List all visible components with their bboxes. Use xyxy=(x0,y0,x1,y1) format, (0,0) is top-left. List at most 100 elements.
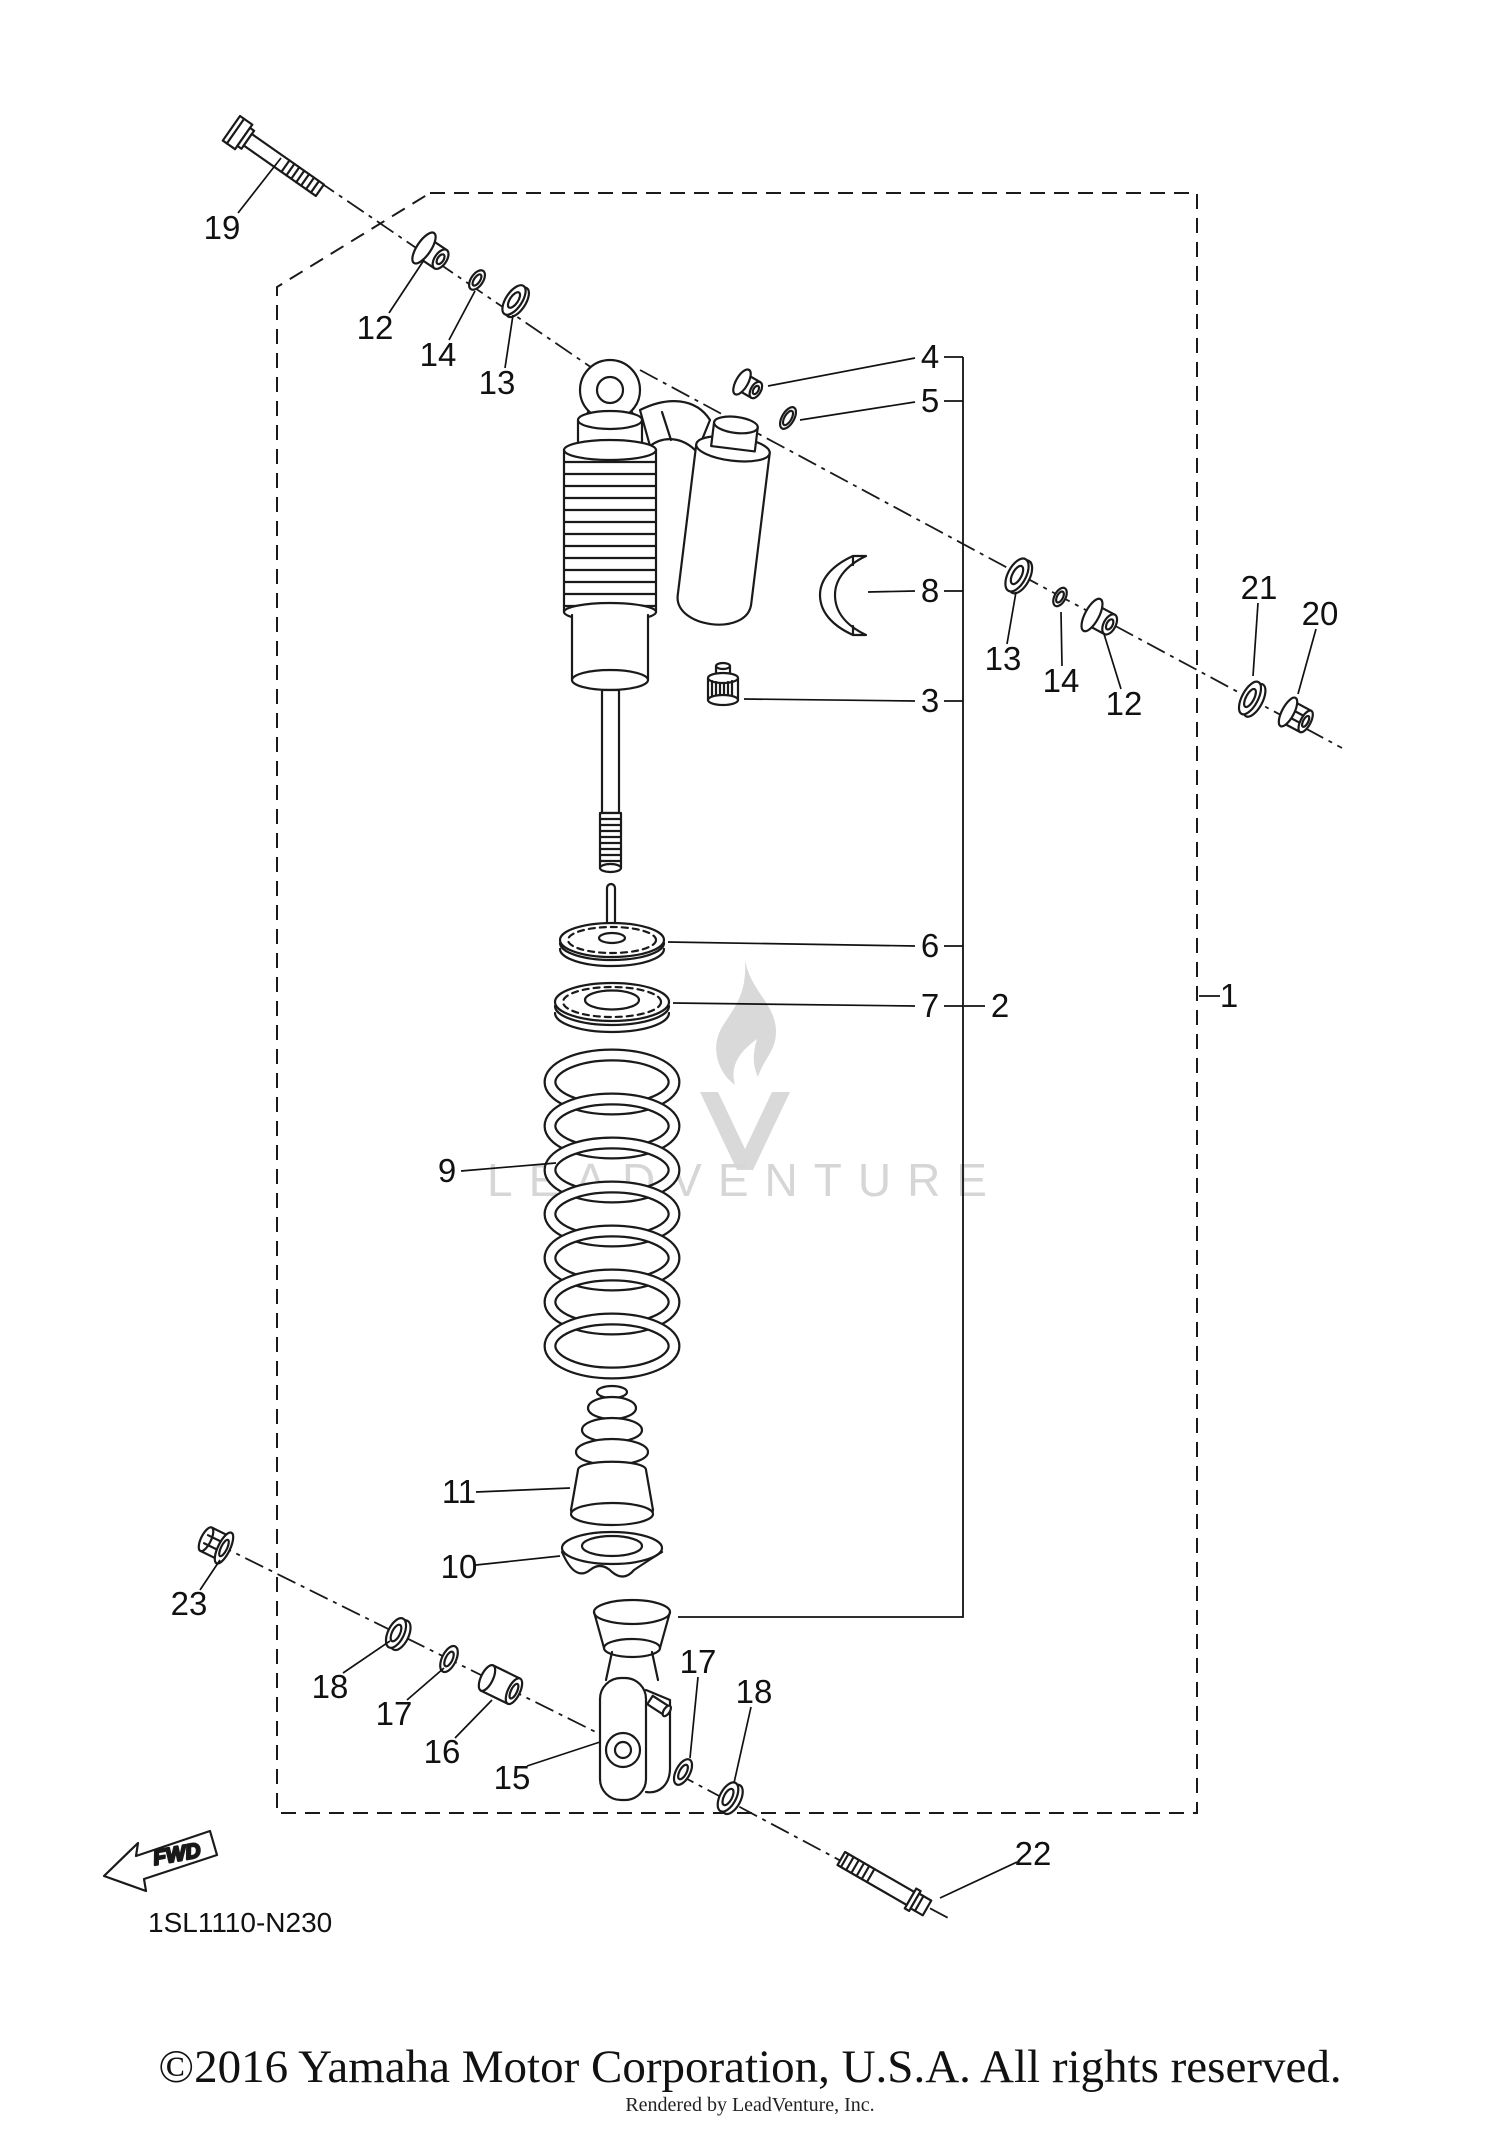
callout-13: 13 xyxy=(985,640,1022,677)
flange-nut-left xyxy=(197,1526,235,1565)
callout-4: 4 xyxy=(921,338,939,375)
washer-17-left xyxy=(439,1644,459,1674)
adjuster-cap xyxy=(706,661,740,707)
assembly-boundary-box xyxy=(276,192,1198,1814)
mount-bushing xyxy=(732,368,764,400)
callout-14: 14 xyxy=(1043,662,1080,699)
leader-line-10 xyxy=(475,1555,561,1566)
callout-17: 17 xyxy=(376,1695,413,1732)
callout-16: 16 xyxy=(424,1733,461,1770)
pivot-collar xyxy=(477,1664,524,1706)
upper-left-bolt-axis xyxy=(257,139,599,373)
clevis-bracket xyxy=(592,1598,672,1802)
bump-stop xyxy=(569,1384,655,1527)
reservoir-clamp xyxy=(818,554,868,637)
adjuster-ring-lower xyxy=(553,981,671,1034)
copyright-text: ©2016 Yamaha Motor Corporation, U.S.A. A… xyxy=(158,2041,1342,2093)
callout-18: 18 xyxy=(312,1668,349,1705)
leader-line-9 xyxy=(460,1162,557,1172)
spring-seat xyxy=(560,1530,664,1578)
upper-oring-left xyxy=(467,269,487,291)
leader-line-4 xyxy=(767,357,916,387)
watermark-v-icon xyxy=(700,1092,790,1170)
leader-line-23 xyxy=(199,1559,221,1591)
adjuster-ring-upper xyxy=(558,921,666,968)
lower-left-bolt-axis xyxy=(212,1541,645,1757)
leader-line-18 xyxy=(733,1706,752,1784)
callout-18: 18 xyxy=(736,1673,773,1710)
leader-line-3 xyxy=(743,698,916,702)
leader-line-14 xyxy=(448,290,476,341)
lower-mount-bolt xyxy=(836,1850,933,1917)
reservoir-tank xyxy=(676,415,771,626)
part-code: 1SL1110-N230 xyxy=(148,1907,332,1938)
leader-line-6 xyxy=(667,941,916,947)
upper-mount-bolt xyxy=(221,114,325,198)
callout-12: 12 xyxy=(357,309,394,346)
coil-spring xyxy=(543,1048,681,1380)
washer-21 xyxy=(1237,680,1267,718)
callout-3: 3 xyxy=(921,682,939,719)
reservoir-hose xyxy=(638,400,712,454)
leader-line-18 xyxy=(342,1640,391,1674)
callout-9: 9 xyxy=(438,1152,456,1189)
piston-rod xyxy=(598,688,623,938)
upper-collar-left xyxy=(411,231,450,271)
oring-14-right xyxy=(1052,586,1068,608)
callout-11: 11 xyxy=(442,1473,476,1510)
leader-line-21 xyxy=(1252,602,1259,677)
leader-line-14 xyxy=(1060,611,1063,667)
group-2-bracket-line xyxy=(678,357,964,1618)
washer-17-right xyxy=(672,1758,694,1786)
flange-nut-right xyxy=(1277,696,1314,734)
upper-washer-left xyxy=(501,284,531,319)
leader-line-12 xyxy=(1103,633,1122,690)
callout-5: 5 xyxy=(921,382,939,419)
leader-line-13 xyxy=(504,314,514,369)
leader-line-13 xyxy=(1006,591,1017,645)
callout-22: 22 xyxy=(1015,1835,1052,1872)
shock-body xyxy=(562,409,658,692)
leader-line-5 xyxy=(799,401,916,421)
callout-12: 12 xyxy=(1106,685,1143,722)
leader-line-17 xyxy=(689,1676,699,1759)
callout-15: 15 xyxy=(494,1759,531,1796)
callout-17: 17 xyxy=(680,1643,717,1680)
callout-19: 19 xyxy=(204,209,241,246)
watermark-flame-icon xyxy=(716,960,776,1085)
callout-13: 13 xyxy=(479,364,516,401)
leader-line-20 xyxy=(1297,628,1317,695)
callout-10: 10 xyxy=(441,1548,478,1585)
fwd-arrow: FWD xyxy=(102,1829,219,1893)
washer-18-left xyxy=(384,1617,412,1652)
leader-line-12 xyxy=(388,259,425,314)
lower-assembly: FWD xyxy=(102,557,1314,1917)
callout-14: 14 xyxy=(420,336,457,373)
fwd-label: FWD xyxy=(151,1839,202,1870)
callout-21: 21 xyxy=(1241,569,1278,606)
washer-18-right xyxy=(716,1781,744,1816)
callout-6: 6 xyxy=(921,927,939,964)
leader-line-7 xyxy=(672,1002,916,1007)
callout-1: 1 xyxy=(1220,977,1238,1014)
leader-line-11 xyxy=(475,1487,571,1493)
rendered-by-text: Rendered by LeadVenture, Inc. xyxy=(625,2094,875,2116)
upper-right-mount-axis xyxy=(639,369,1343,749)
callout-2: 2 xyxy=(991,987,1009,1024)
collar-12-right xyxy=(1080,597,1119,636)
callout-7: 7 xyxy=(921,987,939,1024)
leader-line-22 xyxy=(939,1861,1018,1899)
callout-23: 23 xyxy=(171,1585,208,1622)
leader-line-17 xyxy=(406,1667,445,1701)
mount-oring xyxy=(778,406,798,430)
callout-20: 20 xyxy=(1302,595,1339,632)
leader-line-19 xyxy=(237,157,282,214)
washer-13-right xyxy=(1004,557,1034,595)
shock-absorber-assembly xyxy=(221,114,868,1034)
callout-8: 8 xyxy=(921,572,939,609)
leader-line-16 xyxy=(454,1699,493,1739)
leader-line-15 xyxy=(526,1741,601,1767)
